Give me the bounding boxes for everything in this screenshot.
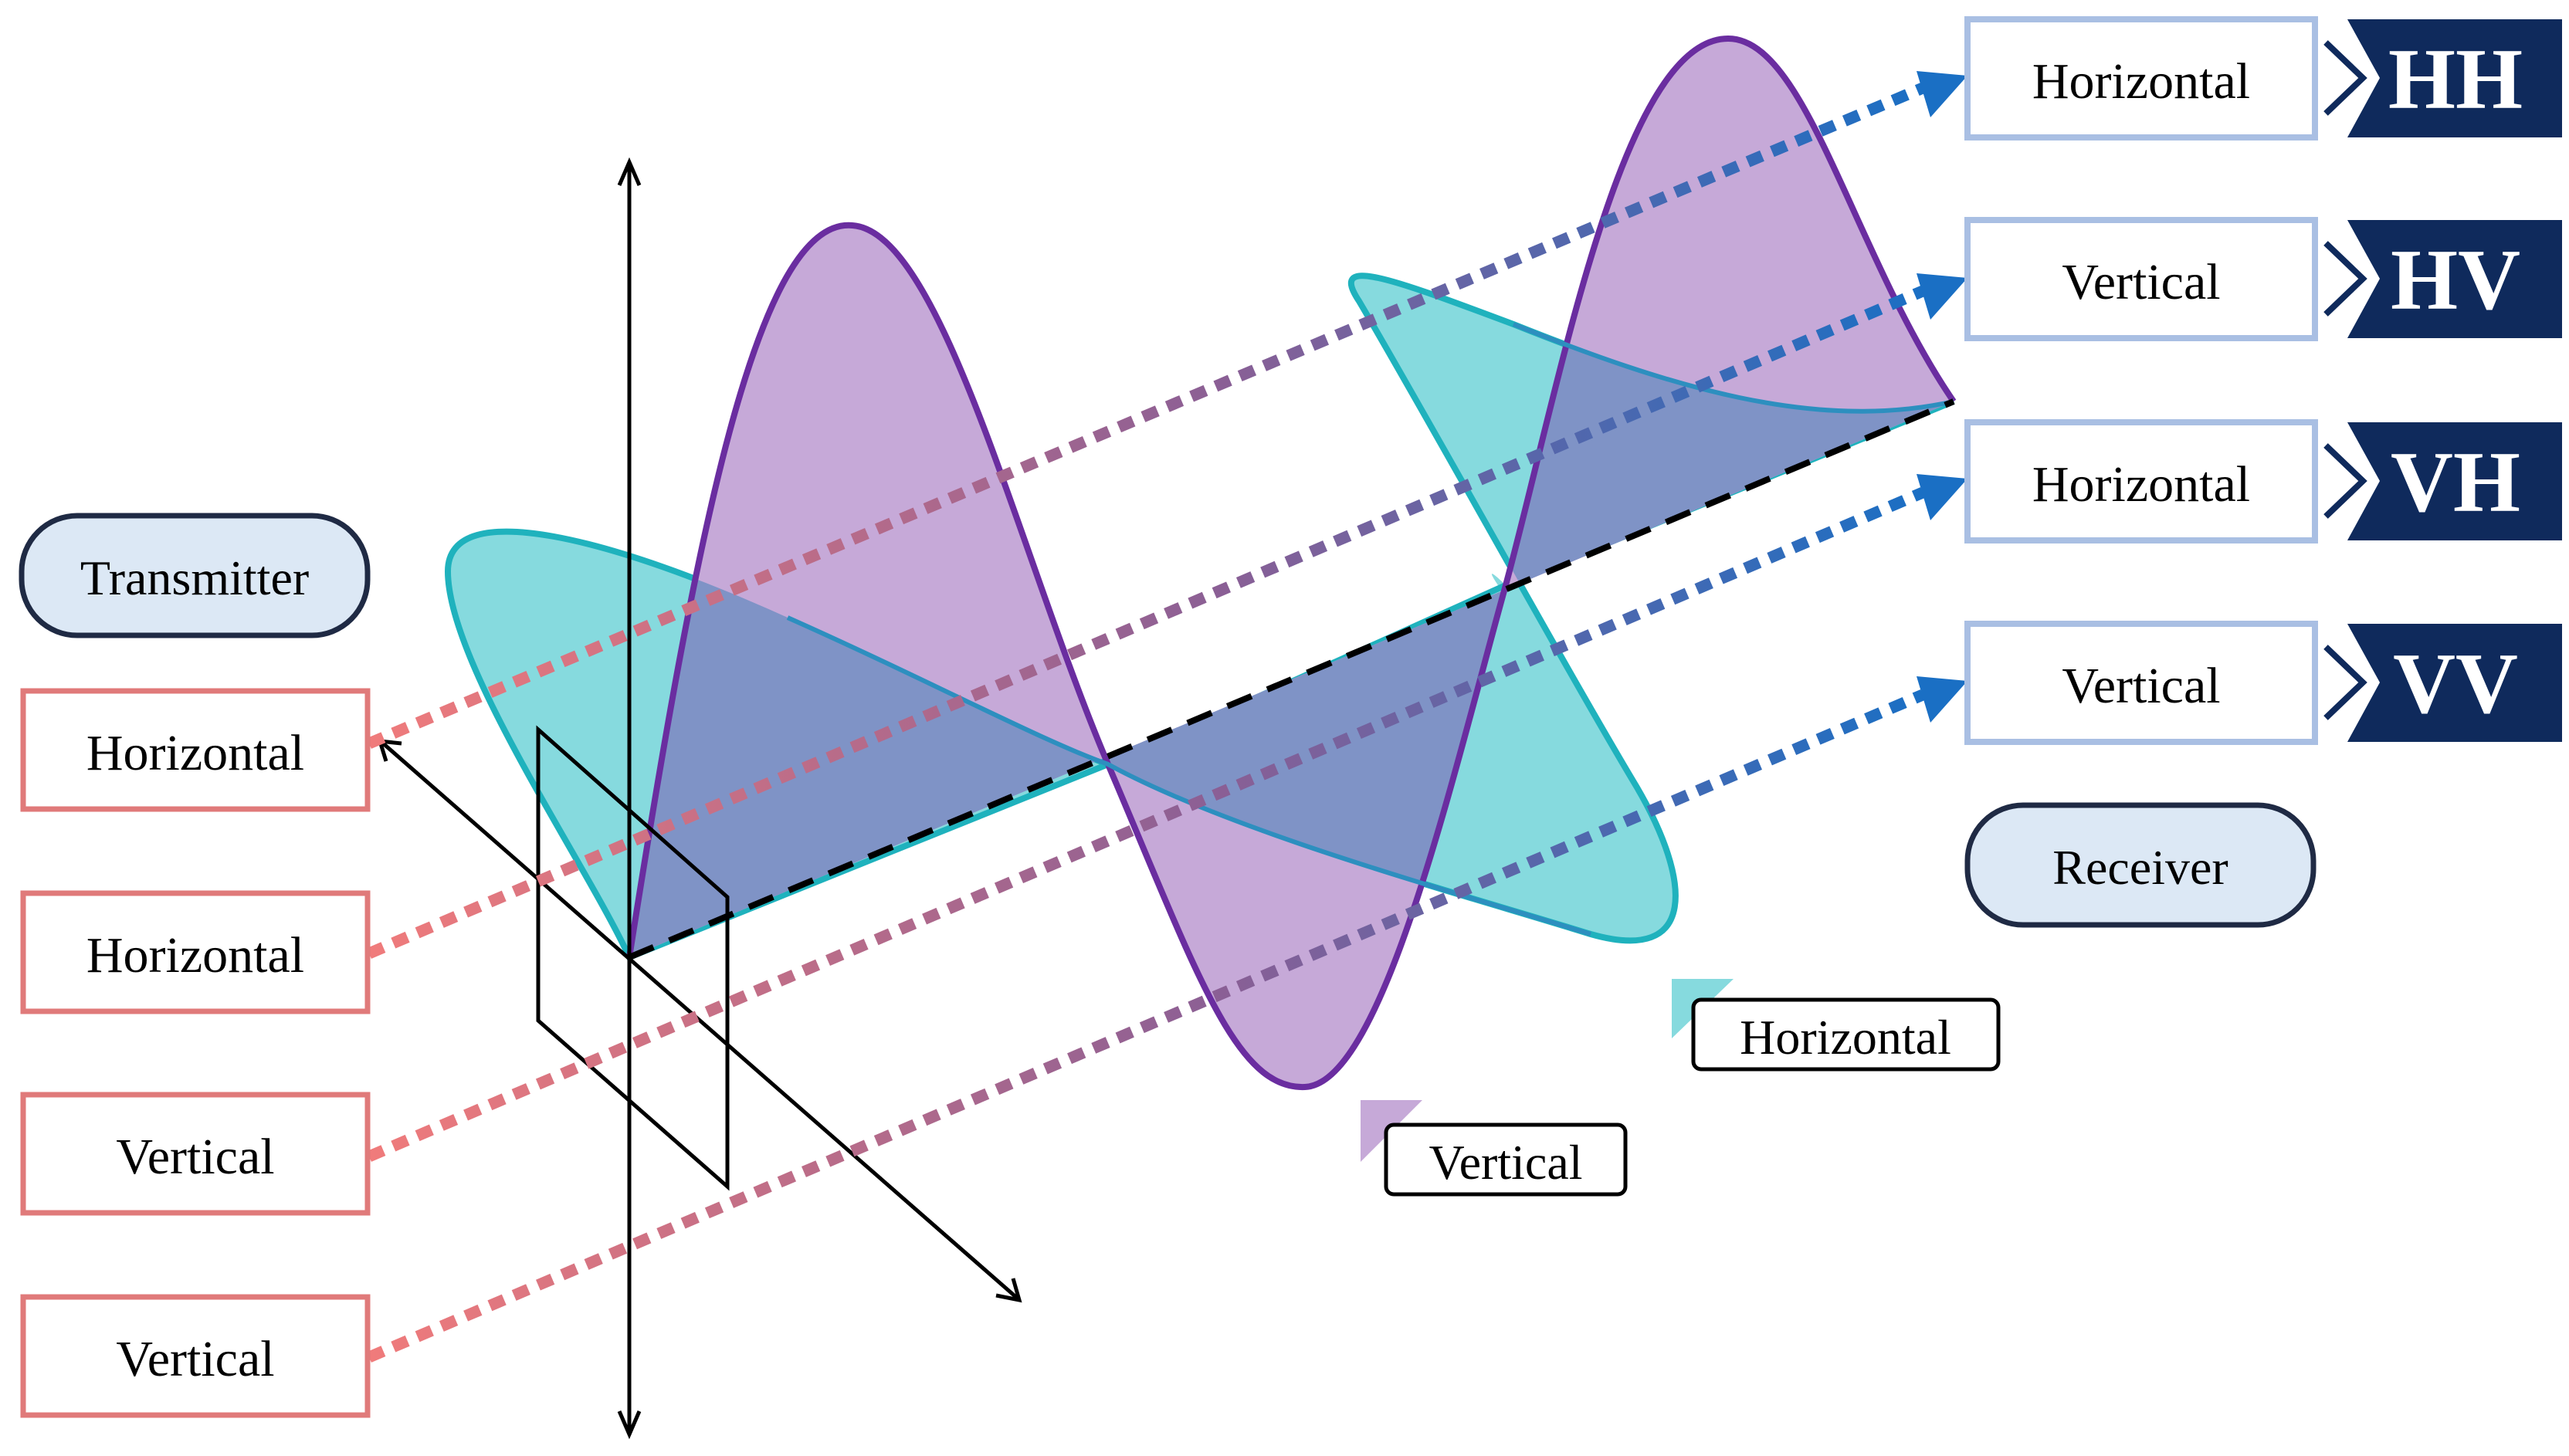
receiver-output-3-label: Horizontal: [2032, 456, 2250, 513]
code-badge-vv: [2347, 624, 2562, 742]
transmitter-input-1-label: Horizontal: [86, 725, 304, 781]
beam-2-arrowhead: [1917, 273, 1967, 320]
receiver-output-2-code: HV: [2391, 232, 2520, 328]
transmitter-input-3: Vertical: [20, 1092, 371, 1216]
vertical-legend-box: [1384, 1122, 1628, 1197]
signal-beams: [367, 83, 1925, 1363]
beam-3: [367, 487, 1925, 1162]
beam-1-arrowhead: [1917, 71, 1967, 117]
transmitter-input-3-label: Vertical: [116, 1129, 274, 1185]
beam-3-arrowhead: [1917, 474, 1967, 520]
vertical-legend-label: Vertical: [1429, 1135, 1583, 1190]
receiver-label: Receiver: [2052, 840, 2228, 895]
receiver-output-4-code: VV: [2393, 636, 2518, 732]
vertical-axis-arrow-bottom: [617, 1410, 642, 1440]
transmitter-input-2-label: Horizontal: [86, 927, 304, 984]
horizontal-axis: [381, 741, 1019, 1300]
transmitter-input-4-label: Vertical: [116, 1331, 274, 1387]
code-badge-hv: [2347, 220, 2562, 338]
receiver-output-4: Vertical VV: [1964, 621, 2562, 745]
horizontal-legend-box: [1691, 997, 2001, 1072]
chevron-icon: [2323, 241, 2367, 317]
horizontal-wave-inner-edge-2: [1512, 322, 1954, 414]
chevron-icon: [2323, 645, 2367, 720]
receiver-output-1: Horizontal HH: [1964, 16, 2562, 141]
transmitter-pill: [19, 513, 371, 638]
transmitter-input-1: Horizontal: [20, 688, 371, 812]
vertical-axis-arrow-top: [617, 157, 642, 186]
beam-1: [367, 83, 1925, 749]
beam-4: [367, 689, 1925, 1363]
vertical-wave-outline: [626, 35, 1957, 1091]
propagation-axis: [628, 398, 1955, 960]
receiver-output-1-label: Horizontal: [2032, 53, 2250, 110]
horizontal-legend-label: Horizontal: [1740, 1010, 1951, 1065]
transmitter-label: Transmitter: [80, 550, 309, 605]
receiver-output-3-code: VH: [2391, 435, 2520, 530]
code-badge-vh: [2347, 422, 2562, 540]
transmitter-input-4: Vertical: [20, 1294, 371, 1418]
receiver-output-3: Horizontal VH: [1964, 419, 2562, 543]
chevron-icon: [2323, 443, 2367, 519]
code-badge-hh: [2347, 19, 2562, 137]
beam-2: [367, 286, 1925, 959]
vertical-wave: [629, 39, 1954, 1088]
chevron-icon: [2323, 40, 2367, 116]
horizontal-axis-arrow-right: [995, 1278, 1022, 1303]
beam-4-arrowhead: [1917, 676, 1967, 723]
transmitter-input-2: Horizontal: [20, 890, 371, 1014]
receiver-pill: [1964, 802, 2317, 928]
receiver-output-2-label: Vertical: [2062, 254, 2220, 310]
receiver-output-1-code: HH: [2388, 32, 2523, 127]
receiver-output-4-label: Vertical: [2062, 658, 2220, 714]
polarization-plane: [536, 725, 730, 1191]
receiver-output-2: Vertical HV: [1964, 217, 2562, 341]
